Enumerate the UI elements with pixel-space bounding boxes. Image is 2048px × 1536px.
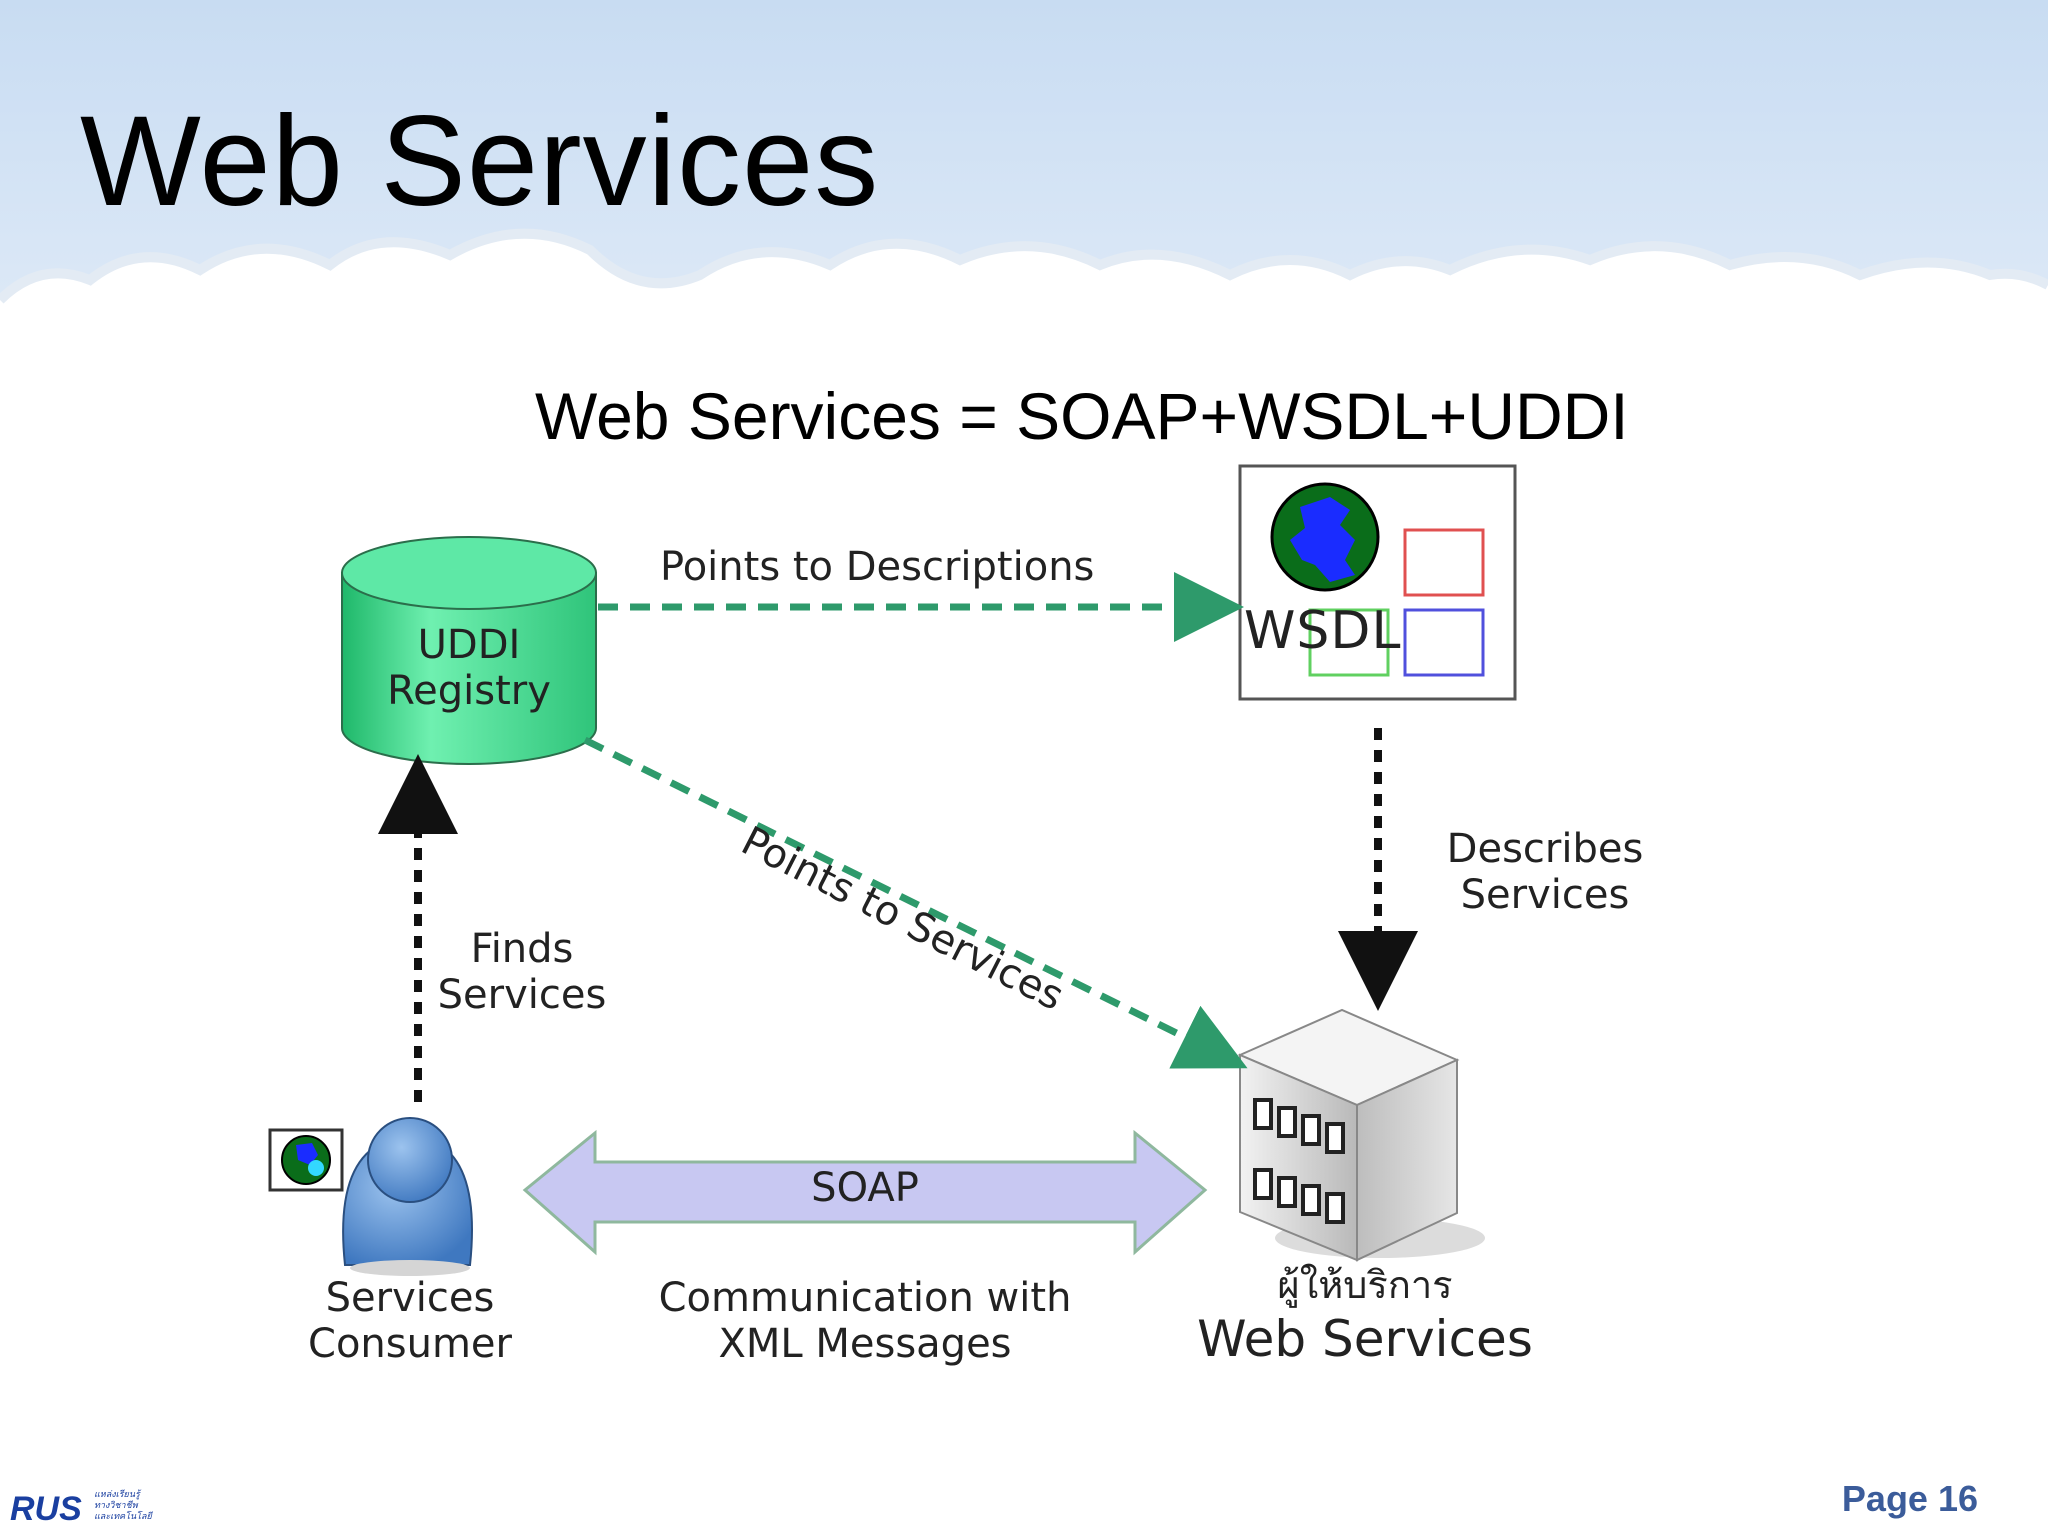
finds-label-line2: Services — [437, 972, 607, 1018]
rus-logo-tagline: แหล่งเรียนรู้ ทางวิชาชีพ และเทคโนโลยี — [94, 1490, 152, 1523]
tagline-line3: และเทคโนโลยี — [94, 1512, 152, 1522]
describes-label-line1: Describes — [1446, 826, 1644, 872]
tagline-line1: แหล่งเรียนรู้ — [94, 1490, 140, 1500]
globe-icon — [1270, 482, 1380, 592]
points-to-descriptions-label: Points to Descriptions — [660, 544, 1095, 590]
describes-label-line2: Services — [1460, 872, 1630, 918]
uddi-label-line2: Registry — [387, 668, 551, 714]
server-building-icon — [1237, 1008, 1485, 1262]
soap-label: SOAP — [811, 1165, 919, 1211]
uddi-label-line1: UDDI — [417, 622, 521, 668]
tagline-line2: ทางวิชาชีพ — [94, 1501, 138, 1511]
communication-label-line2: XML Messages — [718, 1321, 1012, 1367]
provider-label-english: Web Services — [1197, 1310, 1533, 1368]
consumer-label-line2: Consumer — [308, 1321, 512, 1367]
consumer-person-icon — [342, 1117, 473, 1276]
finds-services-label: Finds Services — [432, 926, 612, 1018]
small-globe-icon — [268, 1128, 344, 1192]
uddi-registry-label: UDDI Registry — [342, 622, 596, 714]
soap-double-arrow — [522, 1129, 1208, 1256]
services-consumer-label: Services Consumer — [290, 1275, 530, 1367]
rus-logo: RUS แหล่งเรียนรู้ ทางวิชาชีพ และเทคโนโลย… — [6, 1488, 156, 1534]
consumer-label-line1: Services — [325, 1275, 495, 1321]
page-number: Page 16 — [1841, 1478, 1978, 1519]
slide-title: Web Services — [80, 90, 880, 233]
wsdl-label: WSDL — [1244, 601, 1402, 661]
describes-services-label: Describes Services — [1425, 826, 1665, 918]
web-services-provider-label: ผู้ให้บริการ Web Services — [1165, 1262, 1565, 1370]
provider-label-thai: ผู้ให้บริการ — [1277, 1263, 1453, 1307]
slide-subtitle: Web Services = SOAP+WSDL+UDDI — [535, 379, 1629, 453]
communication-label: Communication with XML Messages — [650, 1275, 1080, 1367]
uddi-registry-cylinder — [341, 536, 597, 765]
wsdl-document — [1238, 464, 1517, 701]
edge-points-to-services — [583, 736, 1248, 1069]
communication-label-line1: Communication with — [658, 1275, 1072, 1321]
finds-label-line1: Finds — [470, 926, 574, 972]
rus-logo-text: RUS — [10, 1490, 82, 1528]
